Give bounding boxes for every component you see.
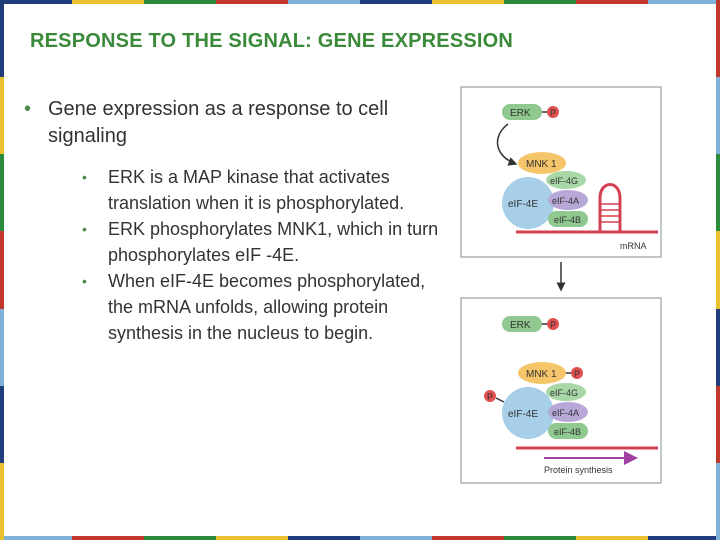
sub-bullet-text: When eIF-4E becomes phosphorylated, the … [108, 271, 426, 343]
mnk1-node [518, 362, 566, 384]
border-segment [716, 385, 720, 463]
border-segment [716, 462, 720, 540]
border-right [716, 0, 720, 540]
eif4a-label: eIF-4A [552, 408, 579, 418]
mnk1-node [518, 152, 566, 174]
border-segment [0, 308, 4, 386]
border-segment [0, 77, 4, 155]
border-segment [144, 0, 216, 4]
sub-bullet-text: ERK phosphorylates MNK1, which in turn p… [108, 219, 439, 265]
mrna-label: mRNA [620, 241, 647, 251]
signaling-figure: ERK P MNK 1 eIF-4E eIF-4G eIF-4A eIF-4B … [460, 86, 662, 484]
eif4g-node [546, 171, 586, 189]
eif4e-node [502, 387, 554, 439]
mnk1-label: MNK 1 [526, 369, 557, 380]
eif4b-node [548, 423, 588, 439]
eif4e-label: eIF-4E [508, 199, 538, 210]
bullet-dot-icon: • [82, 169, 87, 185]
eif4g-node [546, 383, 586, 401]
eif4a-node [548, 402, 588, 422]
eif4g-label: eIF-4G [550, 388, 578, 398]
mrna-hairpin [598, 183, 622, 232]
phosphate-label: P [550, 108, 556, 118]
protein-synthesis-label: Protein synthesis [544, 465, 613, 475]
border-segment [648, 536, 720, 540]
border-segment [144, 536, 216, 540]
erk-label: ERK [510, 320, 531, 331]
border-segment [72, 536, 144, 540]
border-segment [0, 385, 4, 463]
border-segment [0, 462, 4, 540]
border-segment [360, 536, 432, 540]
phosphate-label: P [550, 320, 556, 330]
slide-title: RESPONSE TO THE SIGNAL: GENE EXPRESSION [30, 30, 514, 52]
eif4e-phosphate-node [484, 390, 496, 402]
bond-line [495, 397, 505, 403]
border-segment [576, 536, 648, 540]
border-segment [716, 231, 720, 309]
border-segment [716, 154, 720, 232]
eif4e-phosphate-label: P [487, 392, 493, 402]
sub-bullet-list: • ERK is a MAP kinase that activates tra… [22, 164, 442, 346]
mnk1-label: MNK 1 [526, 159, 557, 170]
border-segment [216, 0, 288, 4]
border-segment [0, 0, 72, 4]
border-segment [716, 77, 720, 155]
activation-arrow [496, 123, 518, 166]
border-left [0, 0, 4, 540]
border-segment [216, 536, 288, 540]
bullet-main-text: Gene expression as a response to cell si… [48, 98, 389, 147]
border-segment [0, 154, 4, 232]
bullet-dot-icon: • [82, 273, 87, 289]
border-segment [648, 0, 720, 4]
panel-after-phosphorylation: ERK P MNK 1 P eIF-4E P eIF-4G eIF-4A eIF… [460, 297, 662, 484]
bullet-dot-icon: • [24, 98, 32, 120]
eif4b-node [548, 211, 588, 227]
border-segment [504, 0, 576, 4]
erk-node [502, 104, 542, 120]
border-segment [360, 0, 432, 4]
border-segment [72, 0, 144, 4]
eif4e-label: eIF-4E [508, 409, 538, 420]
border-segment [504, 536, 576, 540]
mnk1-phosphate-label: P [574, 369, 580, 379]
border-bottom [0, 536, 720, 540]
border-segment [716, 0, 720, 78]
border-segment [576, 0, 648, 4]
eif4g-label: eIF-4G [550, 176, 578, 186]
erk-node [502, 316, 542, 332]
eif4b-label: eIF-4B [554, 215, 581, 225]
bullet-main: • Gene expression as a response to cell … [22, 96, 442, 150]
border-segment [716, 308, 720, 386]
phosphate-node [547, 318, 559, 330]
eif4e-node [502, 177, 554, 229]
bullet-dot-icon: • [82, 221, 87, 237]
border-top [0, 0, 720, 4]
sub-bullet: • When eIF-4E becomes phosphorylated, th… [22, 268, 442, 346]
eif4b-label: eIF-4B [554, 427, 581, 437]
border-segment [288, 0, 360, 4]
signaling-diagram: ERK P MNK 1 eIF-4E eIF-4G eIF-4A eIF-4B … [460, 86, 662, 484]
border-segment [0, 0, 4, 78]
border-segment [0, 536, 72, 540]
phosphate-node [547, 106, 559, 118]
border-segment [0, 231, 4, 309]
erk-label: ERK [510, 108, 531, 119]
sub-bullet: • ERK is a MAP kinase that activates tra… [22, 164, 442, 216]
border-segment [288, 536, 360, 540]
sub-bullet-text: ERK is a MAP kinase that activates trans… [108, 167, 405, 213]
eif4a-label: eIF-4A [552, 196, 579, 206]
bullet-list: • Gene expression as a response to cell … [22, 96, 442, 346]
sub-bullet: • ERK phosphorylates MNK1, which in turn… [22, 216, 442, 268]
border-segment [432, 536, 504, 540]
mnk1-phosphate-node [571, 367, 583, 379]
eif4a-node [548, 190, 588, 210]
border-segment [432, 0, 504, 4]
panel-before-phosphorylation: ERK P MNK 1 eIF-4E eIF-4G eIF-4A eIF-4B … [460, 86, 662, 258]
